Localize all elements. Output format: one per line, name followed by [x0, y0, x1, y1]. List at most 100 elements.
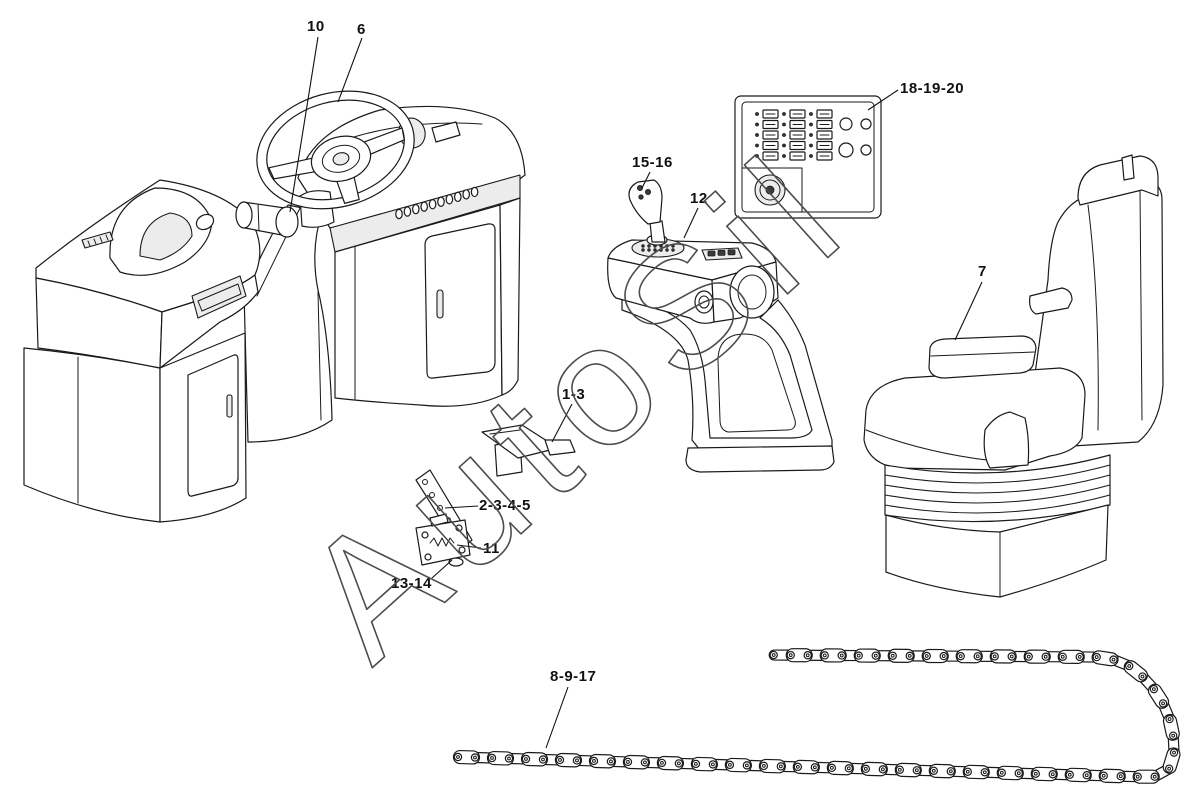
- chain-pin-center: [846, 766, 851, 771]
- backrest-bolster-line: [1087, 204, 1099, 431]
- chain-pin-center: [1043, 654, 1048, 659]
- chain-pin: [861, 764, 871, 774]
- chain-pin-center: [744, 763, 749, 768]
- chain-pin-center: [1050, 772, 1055, 777]
- chain-pin-center: [982, 770, 987, 775]
- armrest-front: [607, 257, 715, 324]
- chain-pin: [895, 765, 905, 775]
- callout-label-7: 7: [978, 263, 987, 280]
- chain-pin: [888, 651, 897, 660]
- bellows-fold: [884, 484, 1111, 504]
- armrest-port-inner: [698, 295, 710, 309]
- callout-7-leader: [954, 281, 983, 341]
- front-armrest: [928, 335, 1037, 379]
- pedal-assembly: [415, 424, 576, 567]
- chain-pin: [1041, 652, 1050, 661]
- pillar-edge: [317, 291, 322, 421]
- arm-hole: [422, 479, 428, 485]
- pedal-bracket: [544, 439, 576, 456]
- callout-2-3-4-5-leader: [444, 505, 479, 509]
- chain-pin: [555, 755, 565, 765]
- chain-pin-center: [1101, 773, 1106, 778]
- grip-button: [637, 184, 644, 191]
- ignition-key-slot: [765, 185, 775, 195]
- chain-pin-center: [992, 654, 997, 659]
- chain-pin: [878, 765, 888, 774]
- callout-label-1-3: 1-3: [562, 386, 585, 403]
- door-handle: [226, 394, 233, 418]
- indicator-lamp: [860, 144, 872, 156]
- chain-pin-center: [897, 767, 902, 772]
- chain-pin: [1150, 772, 1159, 781]
- chain-pin-center: [660, 761, 664, 765]
- chain-pin: [1124, 661, 1134, 671]
- seat-base: [885, 504, 1109, 598]
- armrest-edge: [930, 351, 1035, 357]
- boot-button: [647, 244, 651, 248]
- stalk-end: [235, 201, 253, 229]
- support-pillar: [621, 297, 833, 451]
- chain-pin-center: [1060, 654, 1065, 659]
- bellows-fold: [884, 494, 1111, 514]
- instrument-screen: [139, 212, 193, 261]
- switch-grid: [755, 109, 833, 161]
- left-console: [23, 179, 261, 523]
- chain-pin: [844, 764, 854, 773]
- chain-pin: [1092, 652, 1101, 662]
- chain-link-plate: [1147, 683, 1170, 709]
- chain-links: [452, 648, 1181, 784]
- chain-pin: [820, 651, 829, 660]
- chain-pin-center: [592, 759, 596, 763]
- chain-pin: [470, 753, 480, 762]
- boot-button: [641, 248, 645, 252]
- chain-pin-center: [761, 763, 766, 768]
- chain-pin: [973, 652, 982, 661]
- wheel-hub-ring: [321, 144, 361, 173]
- arm-hole: [429, 492, 435, 498]
- chain-pin: [453, 752, 463, 762]
- keypad-key: [727, 249, 736, 256]
- chain-pin: [776, 762, 786, 771]
- suspension-bellows: [884, 454, 1111, 523]
- chain-pin: [657, 758, 667, 768]
- dash-switch: [453, 191, 462, 203]
- pivot-knob-ring: [737, 274, 767, 310]
- callout-15-16-leader: [641, 171, 651, 189]
- bracket-bolt: [455, 524, 463, 532]
- chain-pin: [1138, 672, 1147, 681]
- chain-pin: [827, 763, 837, 773]
- callout-18-19-20-leader: [867, 89, 899, 111]
- callout-label-10: 10: [307, 18, 325, 35]
- switch-indicator-dot: [809, 112, 813, 116]
- chain-pin: [905, 651, 914, 661]
- callout-label-15-16: 15-16: [632, 154, 673, 171]
- chain-pin-center: [914, 768, 919, 773]
- base-plate: [685, 445, 835, 473]
- chain-pin: [1024, 652, 1033, 661]
- chain-pin: [487, 753, 497, 763]
- chain-pin-center: [795, 764, 800, 769]
- chain-pin-center: [710, 762, 715, 767]
- left-cabinet-front: [23, 347, 161, 523]
- chain-pin-center: [856, 653, 861, 658]
- switch-indicator-dot: [809, 154, 813, 158]
- chain-pin: [990, 652, 999, 661]
- callout-label-8-9-17: 8-9-17: [550, 668, 596, 685]
- chain-pin-center: [924, 654, 929, 658]
- dash-switch: [428, 198, 437, 210]
- chain-pin: [521, 754, 531, 764]
- chain-pin-center: [694, 761, 698, 766]
- drive-chain: [452, 648, 1181, 784]
- control-panel: [734, 95, 882, 219]
- chain-pin: [793, 762, 803, 772]
- column-switch: [235, 201, 299, 238]
- joystick-stick: [649, 220, 666, 243]
- indicator-lamp: [839, 117, 853, 131]
- chain-pin-center: [507, 756, 511, 761]
- dashboard-console: [23, 90, 526, 523]
- boot-button: [653, 248, 657, 252]
- switch-indicator-dot: [809, 122, 813, 127]
- chain-pin: [1169, 748, 1179, 757]
- chain-pin-center: [778, 764, 783, 769]
- chain-pin-center: [1151, 687, 1156, 692]
